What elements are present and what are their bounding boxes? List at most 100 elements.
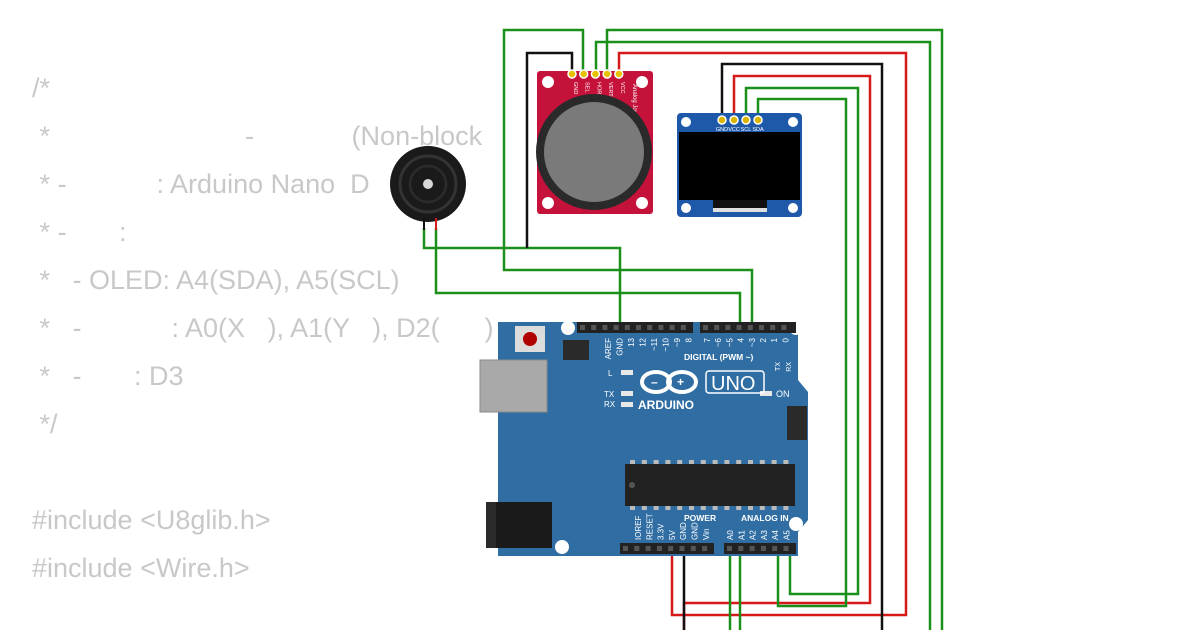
header-pin[interactable] <box>647 325 653 330</box>
header-pin[interactable] <box>613 325 619 330</box>
icsp-header-top <box>563 340 589 360</box>
header-pin[interactable] <box>760 546 766 551</box>
wire-joystick-gnd[interactable] <box>525 51 574 248</box>
code-line: * - (Non-block <box>32 121 483 151</box>
header-pin[interactable] <box>781 325 787 330</box>
joystick-pin[interactable] <box>567 69 577 79</box>
header-pin[interactable] <box>680 325 686 330</box>
header-pin[interactable] <box>602 325 608 330</box>
led-l <box>621 370 633 375</box>
buzzer[interactable] <box>390 146 466 230</box>
code-line: #include <Wire.h> <box>32 553 250 583</box>
wire-oled-sda[interactable] <box>756 97 848 608</box>
header-pin[interactable] <box>714 325 720 330</box>
header-pin[interactable] <box>725 325 731 330</box>
header-pin[interactable] <box>645 546 651 551</box>
power-title: POWER <box>684 513 716 523</box>
joystick-pin-label: VCC <box>619 82 625 94</box>
wire-oled-gnd[interactable] <box>720 62 884 630</box>
header-pin[interactable] <box>727 546 732 551</box>
led-on-label: ON <box>776 389 790 399</box>
analog-header <box>724 543 796 554</box>
analog-title: ANALOG IN <box>741 513 789 523</box>
header-pin[interactable] <box>624 325 630 330</box>
header-pin[interactable] <box>736 325 742 330</box>
header-pin[interactable] <box>636 325 641 330</box>
wire-joystick-horz[interactable] <box>594 40 932 630</box>
digital-pin-label: GND <box>616 338 625 356</box>
oled-mount-hole <box>681 117 691 127</box>
joystick-knob[interactable] <box>544 102 644 202</box>
header-pin[interactable] <box>656 546 662 551</box>
header-pin[interactable] <box>580 325 585 330</box>
header-pin[interactable] <box>679 546 685 551</box>
atmega-chip <box>625 464 795 506</box>
header-pin[interactable] <box>703 325 708 330</box>
header-pin[interactable] <box>738 546 744 551</box>
joystick-pin[interactable] <box>590 69 601 79</box>
arduino-mount-hole <box>561 321 575 335</box>
chip-notch <box>629 482 635 488</box>
power-pin-label: 5V <box>668 530 677 540</box>
led-l-label: L <box>608 369 613 378</box>
header-pin[interactable] <box>690 546 696 551</box>
oled-pin-label: SDA <box>752 127 764 133</box>
logo-minus: – <box>651 375 658 389</box>
usb-port[interactable] <box>479 359 548 413</box>
header-pin[interactable] <box>783 546 789 551</box>
header-pin[interactable] <box>634 546 640 551</box>
wire-buzzer-signal[interactable] <box>434 228 742 326</box>
header-pin[interactable] <box>668 546 674 551</box>
power-pin-label: 3.3V <box>657 523 666 540</box>
code-line: #include <U8glib.h> <box>32 505 271 535</box>
wire-joystick-vcc[interactable] <box>617 51 908 617</box>
joystick-pin[interactable] <box>614 69 624 79</box>
header-pin[interactable] <box>749 546 755 551</box>
oled-pin[interactable] <box>741 115 751 125</box>
joystick-pin[interactable] <box>578 69 589 79</box>
digital-pin-label: 4 <box>737 337 746 342</box>
oled-mount-hole <box>788 203 798 213</box>
uno-badge <box>705 370 765 394</box>
digital-pin-label: ~11 <box>650 337 659 351</box>
header-pin[interactable] <box>702 546 708 551</box>
arduino-model: UNO <box>711 373 755 395</box>
digital-pin-label: AREF <box>604 338 613 359</box>
oled-pin[interactable] <box>717 115 727 125</box>
oled-mount-hole <box>788 117 798 127</box>
wire-buzzer-gnd[interactable] <box>422 228 622 326</box>
reset-button[interactable] <box>523 332 537 346</box>
wire-joystick-sel[interactable] <box>502 28 754 326</box>
power-pin-label: GND <box>679 522 688 540</box>
power-pin-label: IOREF <box>634 515 643 540</box>
code-editor-background: /* * - (Non-block * - : Arduino Nano D *… <box>32 64 494 592</box>
header-pin[interactable] <box>658 325 664 330</box>
digital-pin-label: 13 <box>627 337 636 346</box>
buzzer-ring <box>398 154 458 214</box>
header-pin[interactable] <box>591 325 597 330</box>
oled-pin[interactable] <box>729 115 739 125</box>
header-pin[interactable] <box>770 325 776 330</box>
header-pin[interactable] <box>623 546 628 551</box>
led-rx-label: RX <box>604 400 616 409</box>
power-pin-label: RESET <box>645 513 654 540</box>
digital-pin-label: 2 <box>759 337 768 342</box>
header-pin[interactable] <box>759 325 764 330</box>
tx-pin-label: TX <box>775 362 782 371</box>
wire-joystick-vert[interactable] <box>605 28 944 630</box>
oled-pin[interactable] <box>753 115 763 125</box>
arduino-mount-hole <box>555 540 569 554</box>
oled-pin-label: SCL <box>741 127 752 133</box>
analog-pin-label: A3 <box>760 530 769 540</box>
wire-oled-scl[interactable] <box>744 86 860 596</box>
power-jack[interactable] <box>486 502 552 548</box>
digital-pin-label: ~5 <box>725 337 734 347</box>
header-pin[interactable] <box>772 546 778 551</box>
joystick-pin[interactable] <box>602 69 612 79</box>
header-pin[interactable] <box>747 325 753 330</box>
digital-pin-label: ~9 <box>673 337 682 347</box>
header-pin[interactable] <box>669 325 675 330</box>
